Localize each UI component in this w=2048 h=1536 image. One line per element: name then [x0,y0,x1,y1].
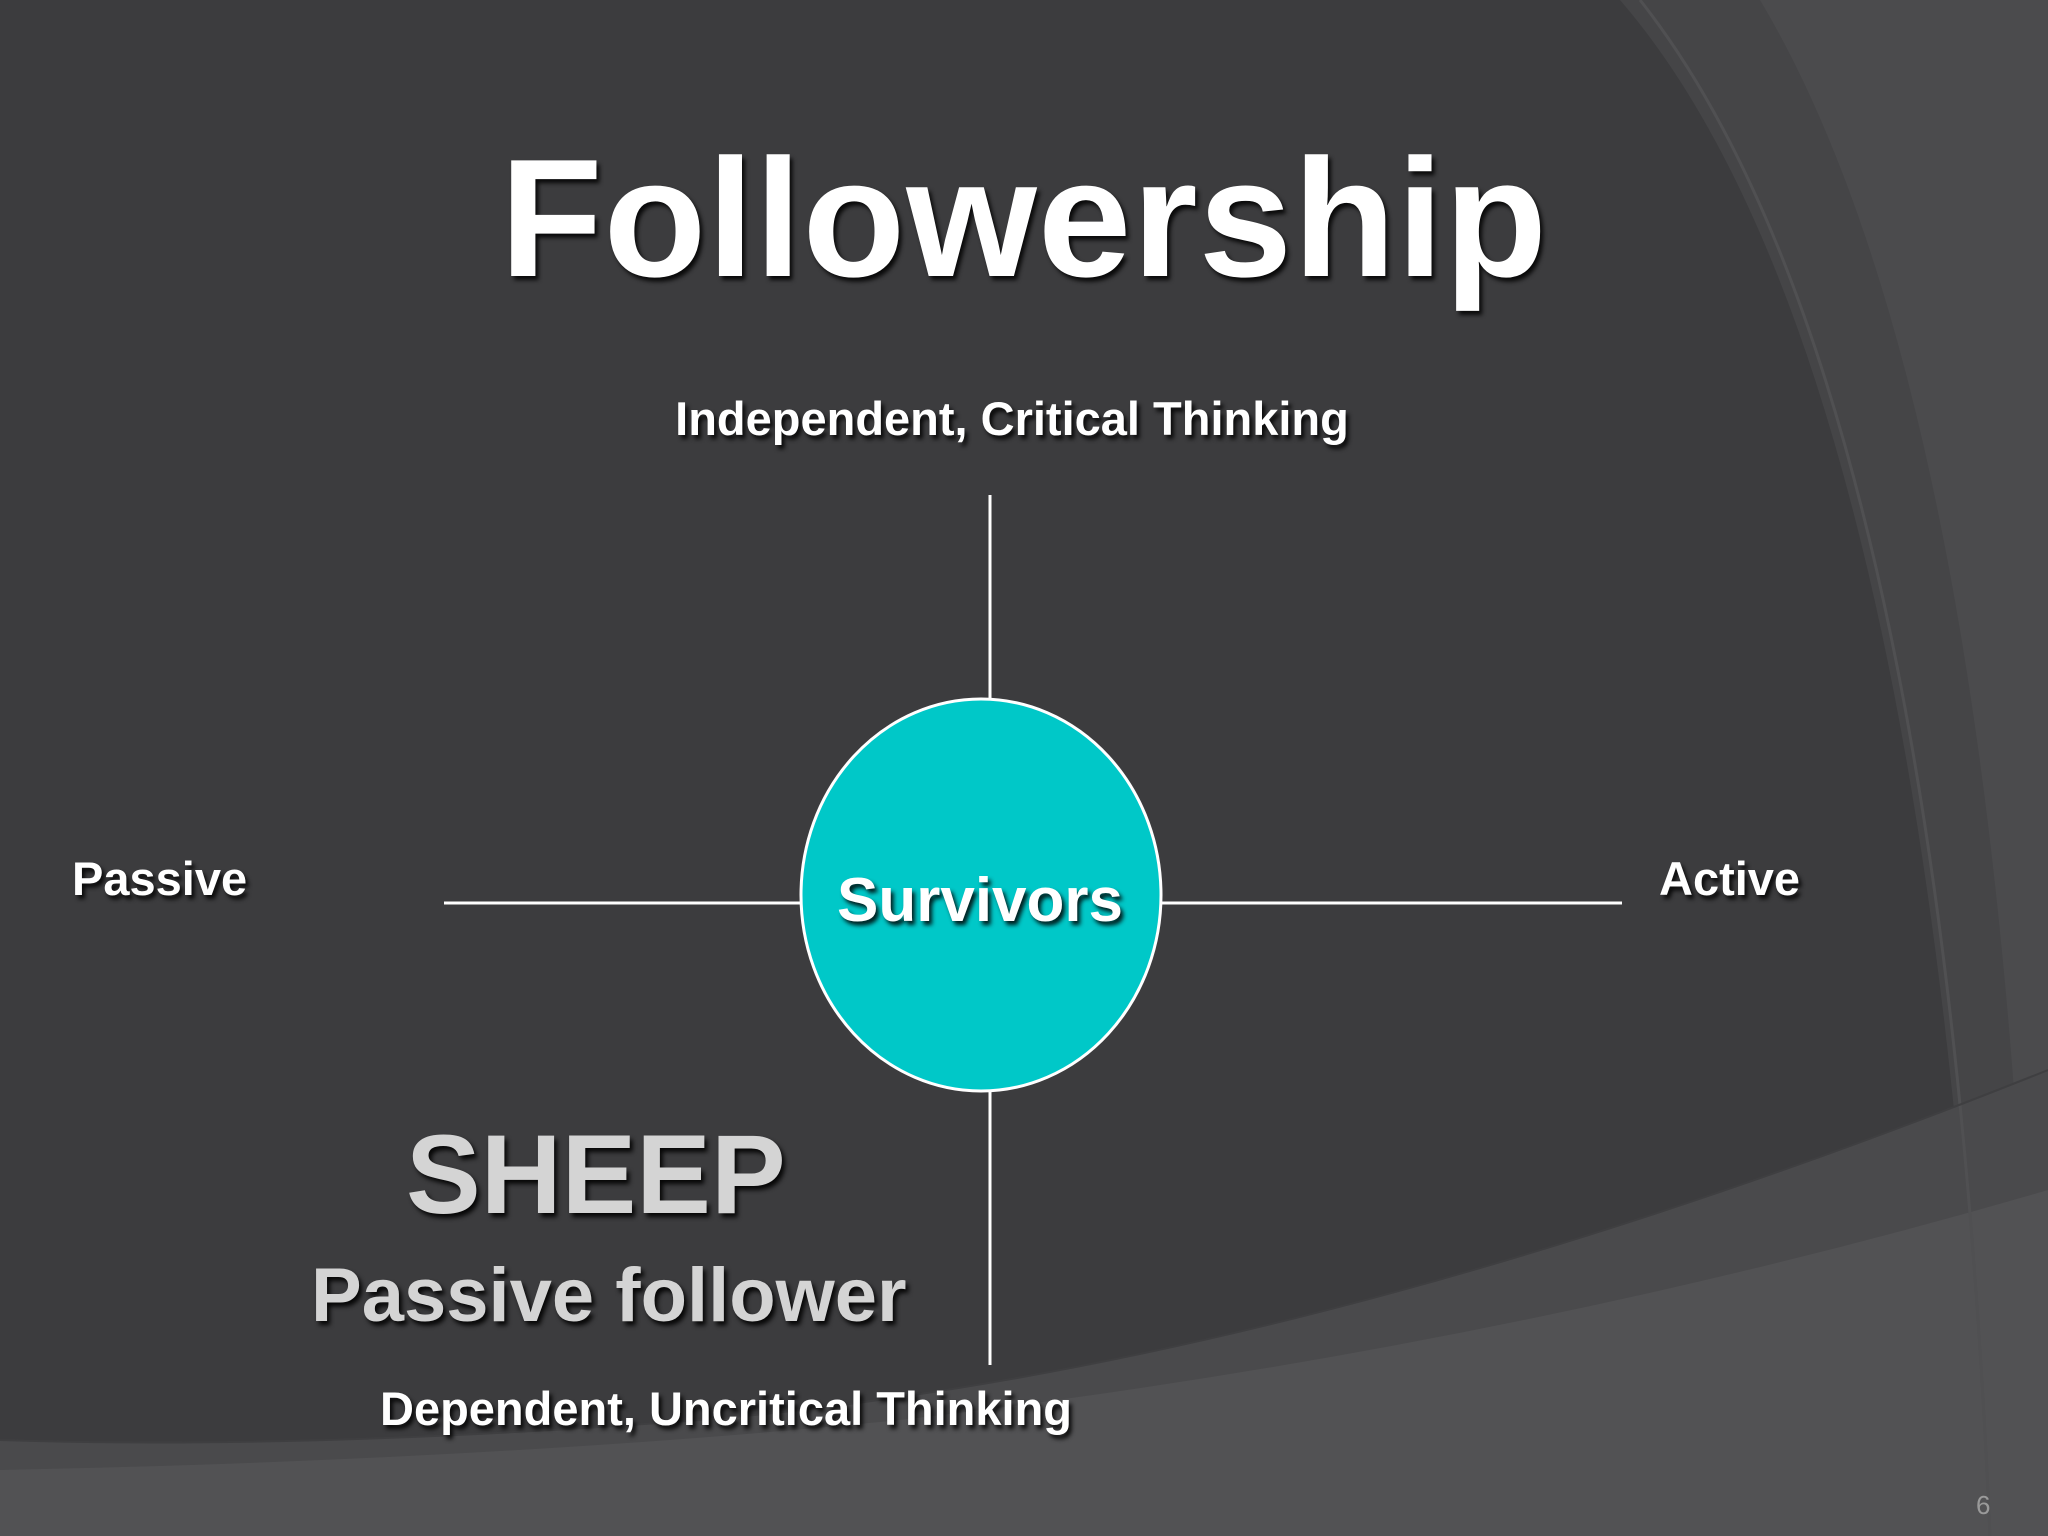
axis-left-label: Passive [72,852,248,905]
quadrant-sublabel: Passive follower [311,1253,907,1338]
quadrant-label: SHEEP [406,1112,786,1237]
axis-bottom-label: Dependent, Uncritical Thinking [380,1382,1073,1435]
axis-top-label: Independent, Critical Thinking [675,392,1349,445]
center-circle-label: Survivors [836,866,1124,935]
page-number: 6 [1976,1490,1991,1520]
center-circle [799,697,1163,1093]
slide-title: Followership [499,124,1549,312]
axis-right-label: Active [1659,852,1801,905]
